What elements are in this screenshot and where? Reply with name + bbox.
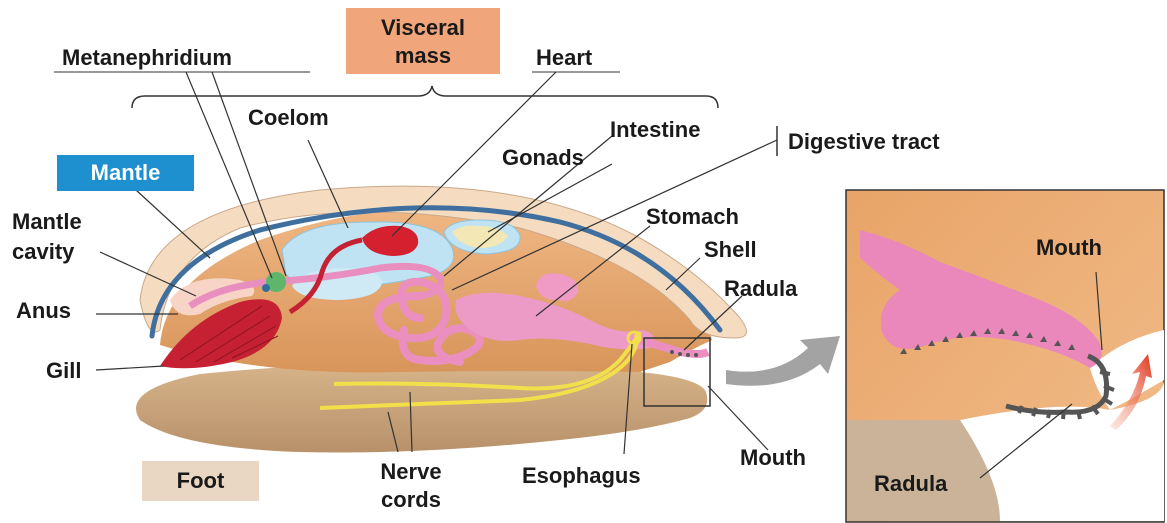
label-metanephridium: Metanephridium bbox=[62, 46, 232, 70]
label-mantle-cavity-line1: Mantle bbox=[12, 210, 82, 234]
label-mantle-cavity-line2: cavity bbox=[12, 240, 74, 264]
label-coelom: Coelom bbox=[248, 106, 329, 130]
inset-label-mouth: Mouth bbox=[1036, 236, 1102, 260]
label-nerve-cords-line1: Nerve bbox=[366, 460, 456, 484]
label-gill: Gill bbox=[46, 359, 81, 383]
label-nerve-cords-line2: cords bbox=[366, 488, 456, 512]
label-radula: Radula bbox=[724, 277, 797, 301]
zoom-arrow bbox=[726, 336, 840, 386]
label-digestive-tract: Digestive tract bbox=[788, 130, 940, 154]
label-intestine: Intestine bbox=[610, 118, 700, 142]
label-stomach: Stomach bbox=[646, 205, 739, 229]
inset-label-radula: Radula bbox=[874, 472, 947, 496]
label-foot: Foot bbox=[142, 469, 259, 493]
label-visceral-mass-line1: Visceral bbox=[346, 16, 500, 40]
label-anus: Anus bbox=[16, 299, 71, 323]
label-mouth: Mouth bbox=[740, 446, 806, 470]
label-gonads: Gonads bbox=[502, 146, 584, 170]
label-esophagus: Esophagus bbox=[522, 464, 641, 488]
foot-shape bbox=[136, 362, 707, 452]
visceral-mass-bracket bbox=[132, 86, 718, 108]
label-mantle: Mantle bbox=[57, 161, 194, 185]
label-shell: Shell bbox=[704, 238, 757, 262]
label-visceral-mass-line2: mass bbox=[346, 44, 500, 68]
label-heart: Heart bbox=[536, 46, 592, 70]
